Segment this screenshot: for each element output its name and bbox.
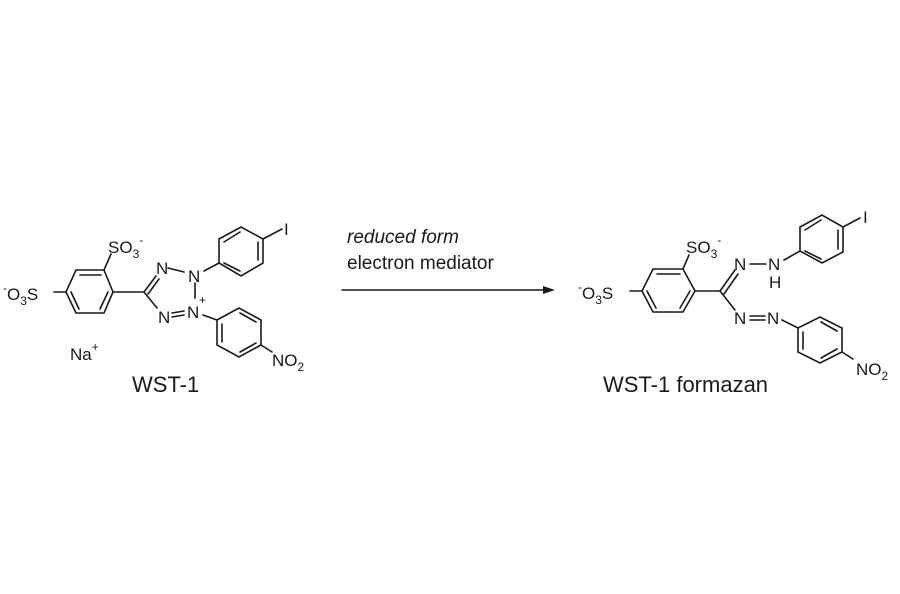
formazan-o3s-label: -O3S bbox=[578, 280, 613, 307]
condition-line-2: electron mediator bbox=[347, 253, 494, 274]
wst1-so3-label: SO3- bbox=[108, 233, 143, 261]
wst1-nitrophenyl-ring bbox=[216, 307, 262, 358]
formazan-chain bbox=[719, 263, 767, 321]
formazan-iodine-label: I bbox=[863, 208, 868, 227]
bond-n-iodophenyl bbox=[203, 262, 220, 272]
condition-line-1: reduced form bbox=[347, 227, 459, 248]
tetrazole-n2: N bbox=[188, 267, 200, 286]
tetrazole-n1: N bbox=[156, 259, 168, 278]
reaction-arrow-head bbox=[543, 286, 555, 294]
wst1-iodophenyl-ring bbox=[218, 226, 264, 277]
azo-n1: N bbox=[734, 309, 746, 328]
bond-ring-nitro bbox=[841, 351, 854, 360]
bond-n-nitrophenyl bbox=[202, 314, 218, 321]
formazan-so3-label: SO3- bbox=[686, 233, 721, 261]
hydrazone-h: H bbox=[769, 273, 781, 292]
wst1-o3s-label: -O3S bbox=[3, 281, 38, 308]
tetrazole-n3: N bbox=[187, 303, 199, 322]
reactant-name: WST-1 bbox=[132, 372, 199, 397]
bond-ring-iodine bbox=[262, 228, 283, 240]
bond-nh-iodophenyl bbox=[783, 250, 801, 261]
wst1-iodine-label: I bbox=[284, 220, 289, 239]
formazan-benzene-ring bbox=[641, 268, 696, 313]
tetrazole-n4: N bbox=[158, 308, 170, 327]
tetrazole-ring bbox=[143, 267, 196, 318]
wst1-benzene-ring bbox=[65, 269, 114, 314]
bond-ring-so3 bbox=[103, 253, 112, 271]
formazan-nitro-label: NO2 bbox=[856, 360, 889, 383]
tetrazolium-charge: + bbox=[199, 293, 206, 307]
bond-n-nitrophenyl bbox=[781, 319, 799, 329]
bond-ring-so3 bbox=[682, 254, 690, 270]
wst1-nitro-label: NO2 bbox=[272, 351, 305, 374]
bond-ring-iodine bbox=[842, 217, 861, 228]
product-name: WST-1 formazan bbox=[603, 372, 768, 397]
hydrazone-nh: N bbox=[768, 255, 780, 274]
azo-n2: N bbox=[767, 309, 779, 328]
sodium-counterion: Na+ bbox=[70, 340, 99, 364]
bond-ring-nitro bbox=[260, 344, 273, 353]
hydrazone-n: N bbox=[734, 255, 746, 274]
formazan-nitrophenyl-ring bbox=[797, 316, 843, 364]
formazan-iodophenyl-ring bbox=[799, 214, 844, 264]
